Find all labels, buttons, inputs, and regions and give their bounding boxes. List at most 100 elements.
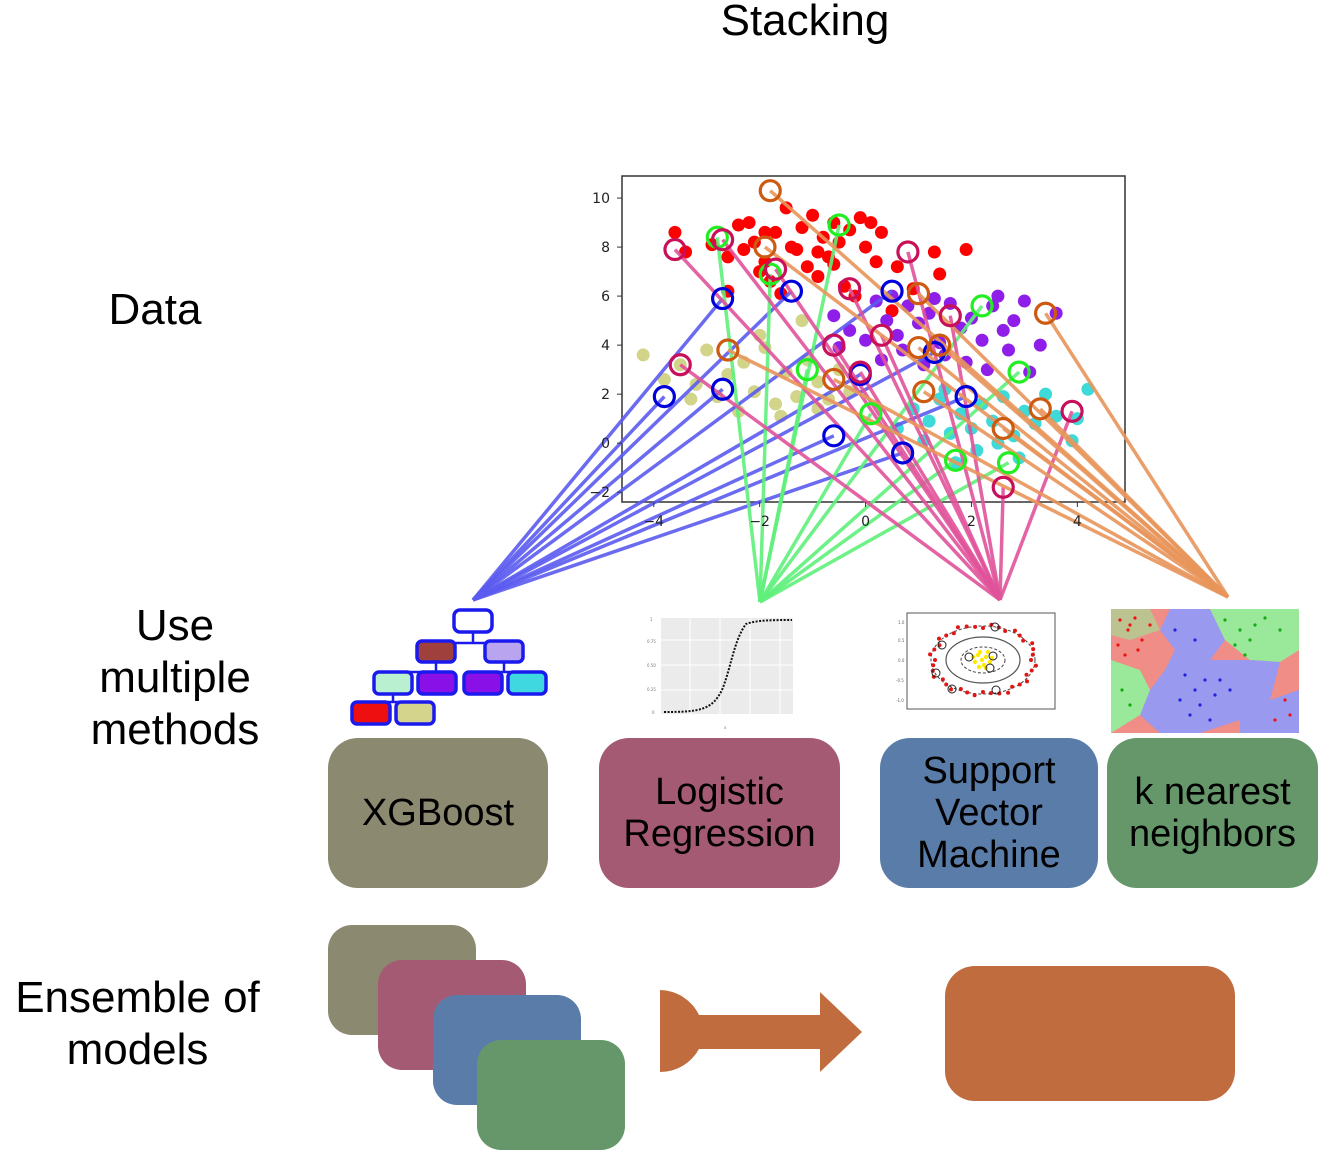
connector-line (758, 369, 810, 603)
ensemble-model-card-knn (477, 1040, 625, 1150)
scatter-point (922, 414, 936, 428)
scatter-point (827, 309, 841, 323)
scatter-point (927, 245, 941, 259)
tree-node (462, 670, 504, 696)
x-tick-label: 4 (1073, 514, 1082, 530)
scatter-point (779, 201, 793, 215)
connector-line (715, 237, 762, 603)
scatter-point (874, 225, 888, 239)
highlighted-sample-ring (710, 377, 735, 401)
scatter-point (843, 323, 857, 337)
svg-text:-0.5: -0.5 (896, 678, 904, 683)
connector-line (471, 387, 724, 602)
highlighted-sample-ring (954, 385, 978, 409)
y-tick-label: 10 (592, 191, 610, 207)
scatter-point (853, 211, 867, 225)
svg-text:0.5: 0.5 (898, 638, 905, 643)
highlighted-sample-ring (938, 304, 962, 328)
connector-line (758, 273, 773, 603)
highlighted-sample-ring (943, 448, 968, 472)
scatter-point (1002, 343, 1016, 357)
scatter-point (864, 216, 878, 230)
highlighted-sample-ring (896, 240, 920, 264)
scatter-point (795, 314, 809, 328)
scatter-point (742, 216, 756, 230)
scatter-point (959, 243, 973, 257)
highlighted-sample-ring (912, 380, 936, 404)
y-tick-label: 8 (601, 240, 610, 256)
row-label-methods-line: Use (135, 601, 215, 650)
highlighted-sample-ring (716, 338, 740, 362)
tree-node (416, 670, 458, 696)
connector-line (858, 371, 1002, 601)
connector-line (938, 343, 1230, 599)
scatter-point (795, 220, 809, 234)
scatter-point (758, 225, 772, 239)
method-card-xgboost: XGBoost (328, 738, 548, 888)
scatter-point (927, 292, 941, 306)
connector-line (758, 412, 873, 603)
scatter-point (1007, 314, 1021, 328)
scatter-point (859, 240, 873, 254)
x-tick-label: 0 (861, 514, 870, 530)
scatter-point (933, 267, 947, 281)
scatter-point (784, 240, 798, 254)
connector-line (998, 487, 1005, 601)
method-card-logistic-regression: Logistic Regression (599, 738, 840, 888)
highlighted-samples-layer (652, 179, 1084, 499)
tree-node (372, 670, 414, 696)
connector-line (679, 363, 1002, 602)
highlighted-sample-ring (1033, 301, 1058, 325)
scatter-point (668, 225, 682, 239)
svg-text:0.75: 0.75 (647, 639, 656, 644)
highlighted-sample-ring (827, 213, 851, 237)
x-tick-label: −4 (643, 514, 664, 530)
method-label: Machine (917, 834, 1061, 876)
sigmoid-curve-icon: 10.750.500.250 x (647, 617, 793, 730)
connector-line (1044, 312, 1230, 598)
tree-node (394, 700, 436, 726)
x-tick-label: −2 (749, 514, 770, 530)
highlighted-sample-ring (838, 277, 862, 301)
x-tick-label: 2 (967, 514, 976, 530)
method-label: k nearest (1134, 771, 1291, 813)
highlighted-sample-ring (848, 360, 872, 384)
highlighted-sample-ring (991, 475, 1015, 499)
scatter-point (975, 333, 989, 347)
connector-line (758, 370, 1021, 604)
connector-line (1039, 407, 1230, 599)
scatter-point (880, 314, 894, 328)
svg-text:0.50: 0.50 (647, 663, 656, 668)
svg-text:1: 1 (650, 617, 653, 622)
scatter-point (811, 269, 825, 283)
tree-node (350, 700, 392, 726)
highlighted-sample-ring (668, 353, 692, 377)
connector-line (472, 434, 835, 602)
highlighted-sample-ring (779, 279, 804, 303)
connector-line (832, 377, 1229, 599)
highlighted-sample-ring (822, 424, 846, 448)
scatter-point (991, 289, 1005, 303)
method-label: neighbors (1129, 813, 1296, 855)
y-tick-label: 6 (601, 289, 610, 305)
tree-node (506, 670, 548, 696)
scatter-point (811, 245, 825, 259)
scatter-point (996, 323, 1010, 337)
x-axis-ticks: −4 −2 0 2 4 (643, 502, 1082, 530)
highlighted-sample-ring (991, 416, 1015, 441)
row-label-ensemble-line: Ensemble of (15, 973, 260, 1022)
connector-line (922, 390, 1229, 599)
highlighted-sample-ring (880, 279, 904, 303)
connector-line (471, 289, 793, 602)
scatter-point (1017, 294, 1031, 308)
scatter-point (737, 243, 751, 257)
svm-boundary-icon: 1.00.50.0-0.5-1.0 (896, 612, 1056, 710)
highlighted-sample-ring (758, 262, 782, 286)
scatter-point (721, 368, 735, 382)
decision-tree-icon (350, 608, 548, 726)
scatter-point (869, 255, 883, 269)
highlighted-sample-ring (859, 402, 883, 426)
connector-line (472, 373, 862, 602)
